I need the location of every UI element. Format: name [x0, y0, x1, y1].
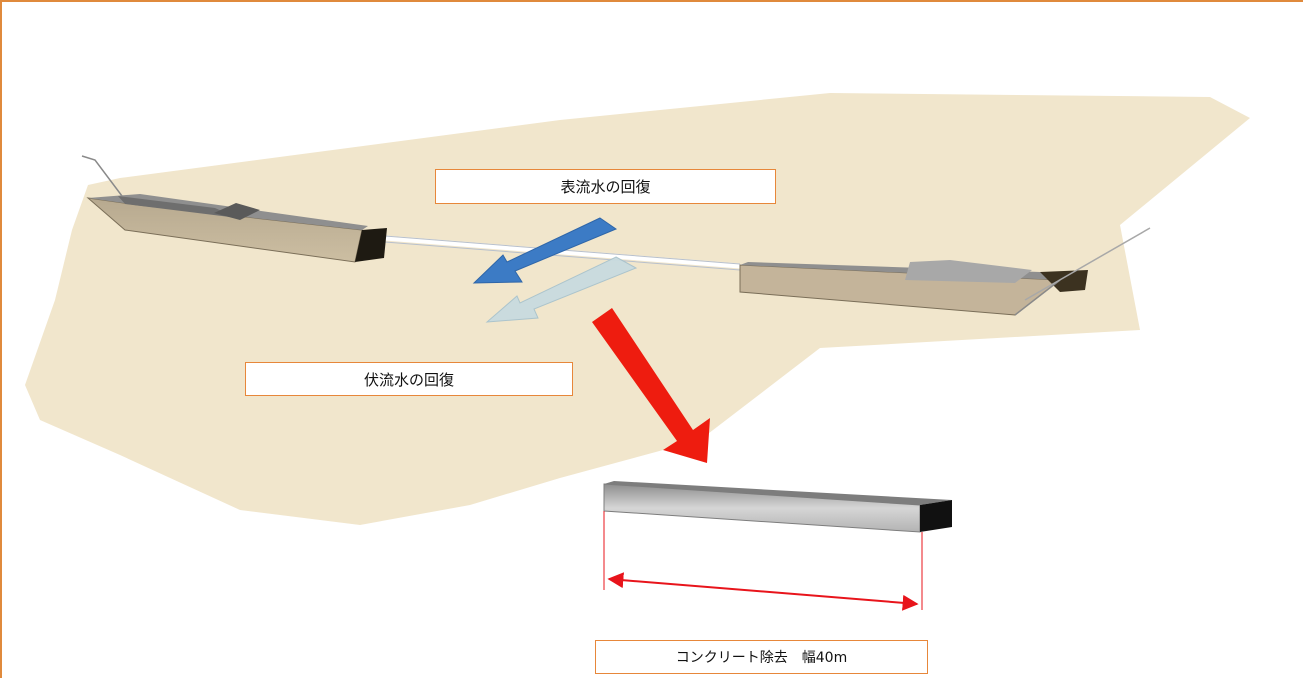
surface-water-label: 表流水の回復 [435, 169, 776, 204]
right-bank-line [1024, 227, 1151, 301]
removed-concrete-block [603, 481, 952, 533]
dimension-arrow-icon [607, 572, 919, 611]
concrete-removal-label: コンクリート除去 幅40m [595, 640, 928, 674]
channel-line [384, 235, 741, 269]
right-weir-structure [739, 260, 1088, 316]
width-dimension [603, 511, 923, 611]
surface-flow-icon [472, 217, 618, 284]
removal-arrow-icon [592, 308, 710, 463]
subsurface-flow-icon [485, 256, 638, 323]
left-weir-structure [86, 194, 387, 263]
subsurface-water-label: 伏流水の回復 [245, 362, 573, 396]
riverbed-area [25, 93, 1250, 525]
left-bank-line [81, 155, 126, 201]
